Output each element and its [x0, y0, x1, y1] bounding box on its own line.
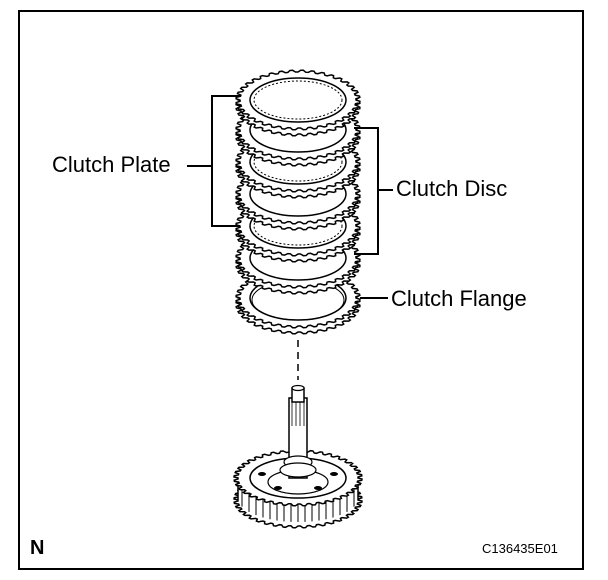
clutch-flange-label: Clutch Flange — [391, 286, 527, 311]
clutch-disc-label: Clutch Disc — [396, 176, 508, 201]
figure-code: C136435E01 — [482, 541, 558, 556]
corner-mark: N — [30, 537, 45, 559]
clutch-pack-stack — [235, 69, 361, 335]
clutch-ring-disc — [235, 69, 361, 137]
clutch-plate-bracket — [211, 95, 240, 227]
clutch-plate-label: Clutch Plate — [52, 152, 171, 177]
clutch-hub-shaft — [233, 384, 363, 529]
leader-lines — [187, 95, 393, 380]
